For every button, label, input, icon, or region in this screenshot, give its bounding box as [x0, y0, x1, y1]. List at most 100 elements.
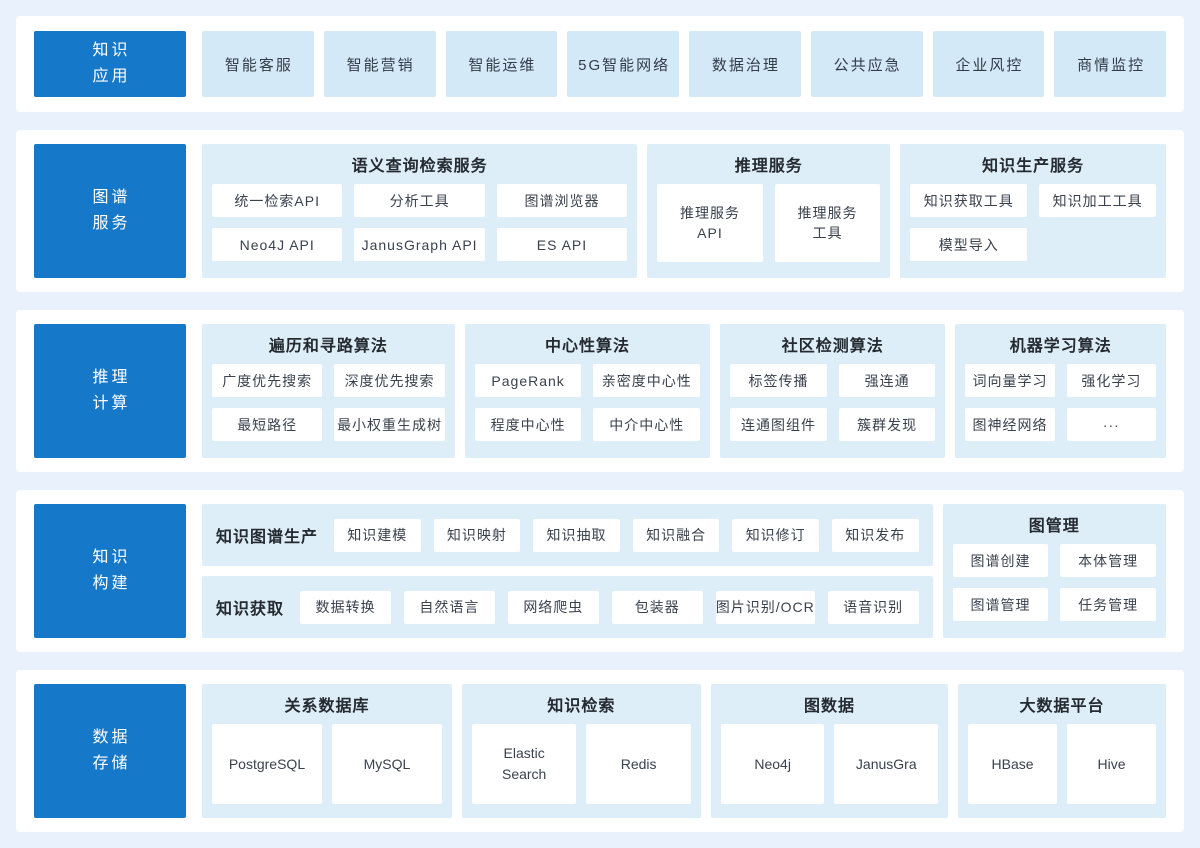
band-knowledge-applications: 知识 应用 智能客服 智能营销 智能运维 5G智能网络 数据治理 公共应急 企业…: [16, 16, 1184, 112]
chip-reinforcement-learning: 强化学习: [1066, 364, 1156, 397]
band-reasoning-computation: 推理 计算 遍历和寻路算法 广度优先搜索 深度优先搜索 最短路径 最小权重生成树…: [16, 310, 1184, 472]
chip-knowledge-processing-tools: 知识加工工具: [1039, 184, 1157, 217]
cell-redis: Redis: [586, 724, 691, 804]
app-tile-5g-smart-network: 5G智能网络: [567, 31, 679, 97]
chip-knowledge-acquisition-tools: 知识获取工具: [910, 184, 1028, 217]
chip-depth-first-search: 深度优先搜索: [334, 364, 445, 397]
group-relational-database: 关系数据库 PostgreSQL MySQL: [202, 684, 452, 818]
group-title: 图数据: [803, 698, 855, 715]
chip-natural-language: 自然语言: [403, 590, 495, 624]
app-tile-enterprise-risk: 企业风控: [932, 31, 1045, 97]
chip-graph-creation: 图谱创建: [952, 544, 1049, 577]
band-label-data-storage: 数据 存储: [34, 684, 186, 818]
row-title: 知识图谱生产: [216, 529, 319, 546]
app-tile-smart-customer-service: 智能客服: [202, 31, 314, 97]
button-row: 连通图组件 簇群发现: [730, 408, 936, 441]
button-row: 知识获取工具 知识加工工具: [910, 184, 1157, 217]
chip-graph-neural-network: 图神经网络: [965, 408, 1055, 441]
group-title: 知识检索: [547, 698, 616, 715]
button-row: 图谱管理 任务管理: [952, 588, 1157, 621]
button-row: 模型导入: [910, 228, 1156, 261]
cell-postgresql: PostgreSQL: [212, 724, 322, 804]
chip-strongly-connected: 强连通: [838, 364, 936, 397]
band-label-knowledge-construction: 知识 构建: [34, 504, 186, 638]
chip-minimum-spanning-tree: 最小权重生成树: [334, 408, 445, 441]
chip-knowledge-revision: 知识修订: [732, 518, 819, 552]
cell-row: Elastic Search Redis: [471, 724, 691, 804]
cell-mysql: MySQL: [331, 724, 442, 804]
chip-knowledge-publishing: 知识发布: [831, 518, 919, 552]
group-title: 知识生产服务: [982, 158, 1085, 175]
cell-neo4j: Neo4j: [720, 724, 825, 804]
band-label-line1: 知识: [92, 549, 131, 566]
cell-hive: Hive: [1067, 724, 1157, 804]
band-label-line2: 计算: [92, 395, 131, 412]
group-big-data-platform: 大数据平台 HBase Hive: [958, 684, 1166, 818]
app-tile-public-emergency: 公共应急: [810, 31, 923, 97]
group-title: 机器学习算法: [1009, 338, 1112, 355]
app-tile-smart-marketing: 智能营销: [323, 31, 436, 97]
button-row: 统一检索API 分析工具 图谱浏览器: [212, 184, 628, 217]
band-label-line1: 知识: [92, 42, 131, 59]
group-title: 中心性算法: [544, 338, 630, 355]
band-label-line1: 推理: [92, 369, 131, 386]
chip-knowledge-modeling: 知识建模: [334, 518, 421, 552]
band-label-line2: 服务: [92, 215, 131, 232]
chip-reasoning-service-api: 推理服务 API: [657, 184, 763, 262]
group-kg-production: 知识图谱生产 知识建模 知识映射 知识抽取 知识融合 知识修订 知识发布: [202, 504, 933, 566]
cell-janusgraph: JanusGra: [834, 724, 939, 804]
group-graph-data: 图数据 Neo4j JanusGra: [710, 684, 949, 818]
button-row: 推理服务 API 推理服务 工具: [657, 184, 881, 262]
group-title: 遍历和寻路算法: [268, 338, 388, 355]
chip-neo4j-api: Neo4J API: [212, 228, 343, 261]
group-traversal-pathfinding: 遍历和寻路算法 广度优先搜索 深度优先搜索 最短路径 最小权重生成树: [202, 324, 455, 458]
chip-connected-components: 连通图组件: [730, 408, 827, 441]
chip-betweenness-centrality: 中介中心性: [593, 408, 701, 441]
app-tile-smart-operations: 智能运维: [445, 31, 558, 97]
chip-line1: 推理服务: [679, 205, 740, 221]
chip-es-api: ES API: [496, 228, 628, 261]
button-row: 图谱创建 本体管理: [952, 544, 1157, 577]
chip-web-crawler: 网络爬虫: [507, 590, 599, 624]
chip-degree-centrality: 程度中心性: [474, 408, 582, 441]
app-tile-data-governance: 数据治理: [689, 31, 801, 97]
group-title: 推理服务: [734, 158, 803, 175]
cell-row: PostgreSQL MySQL: [212, 724, 442, 804]
band-knowledge-construction: 知识 构建 知识图谱生产 知识建模 知识映射 知识抽取 知识融合 知识修订 知识…: [16, 490, 1184, 652]
button-row: 广度优先搜索 深度优先搜索: [212, 364, 445, 397]
group-semantic-query-retrieval: 语义查询检索服务 统一检索API 分析工具 图谱浏览器 Neo4J API Ja…: [202, 144, 638, 278]
band-graph-services: 图谱 服务 语义查询检索服务 统一检索API 分析工具 图谱浏览器 Neo4J …: [16, 130, 1184, 292]
chip-reasoning-service-tools: 推理服务 工具: [774, 184, 881, 262]
button-row: 标签传播 强连通: [730, 364, 936, 397]
cell-elastic-search: Elastic Search: [471, 724, 577, 804]
application-tiles-row: 智能客服 智能营销 智能运维 5G智能网络 数据治理 公共应急 企业风控 商情监…: [202, 31, 1166, 97]
chip-label-propagation: 标签传播: [730, 364, 827, 397]
reasoning-groups: 遍历和寻路算法 广度优先搜索 深度优先搜索 最短路径 最小权重生成树 中心性算法…: [202, 324, 1166, 458]
cell-row: HBase Hive: [968, 724, 1157, 804]
group-title: 关系数据库: [284, 698, 370, 715]
group-title: 图管理: [1028, 518, 1080, 535]
chip-graph-admin: 图谱管理: [952, 588, 1049, 621]
band-label-line2: 应用: [92, 68, 131, 85]
group-centrality-algorithms: 中心性算法 PageRank 亲密度中心性 程度中心性 中介中心性: [464, 324, 711, 458]
chip-knowledge-extraction: 知识抽取: [533, 518, 620, 552]
group-graph-management: 图管理 图谱创建 本体管理 图谱管理 任务管理: [942, 504, 1166, 638]
band-label-line2: 构建: [92, 575, 131, 592]
group-community-detection: 社区检测算法 标签传播 强连通 连通图组件 簇群发现: [720, 324, 946, 458]
chip-breadth-first-search: 广度优先搜索: [212, 364, 323, 397]
chip-shortest-path: 最短路径: [212, 408, 323, 441]
group-machine-learning: 机器学习算法 词向量学习 强化学习 图神经网络 ···: [955, 324, 1166, 458]
chip-ontology-management: 本体管理: [1060, 544, 1157, 577]
button-row: 图神经网络 ···: [965, 408, 1156, 441]
group-knowledge-production-service: 知识生产服务 知识获取工具 知识加工工具 模型导入: [900, 144, 1167, 278]
group-knowledge-acquisition: 知识获取 数据转换 自然语言 网络爬虫 包装器 图片识别/OCR 语音识别: [202, 576, 933, 638]
cell-hbase: HBase: [968, 724, 1058, 804]
button-row: 词向量学习 强化学习: [965, 364, 1156, 397]
chip-model-import: 模型导入: [910, 228, 1028, 261]
chip-ellipsis: ···: [1066, 408, 1156, 441]
group-title: 大数据平台: [1019, 698, 1105, 715]
chip-cluster-discovery: 簇群发现: [838, 408, 936, 441]
chip-word-embedding: 词向量学习: [965, 364, 1055, 397]
chip-analysis-tools: 分析工具: [354, 184, 485, 217]
button-row: 程度中心性 中介中心性: [474, 408, 701, 441]
